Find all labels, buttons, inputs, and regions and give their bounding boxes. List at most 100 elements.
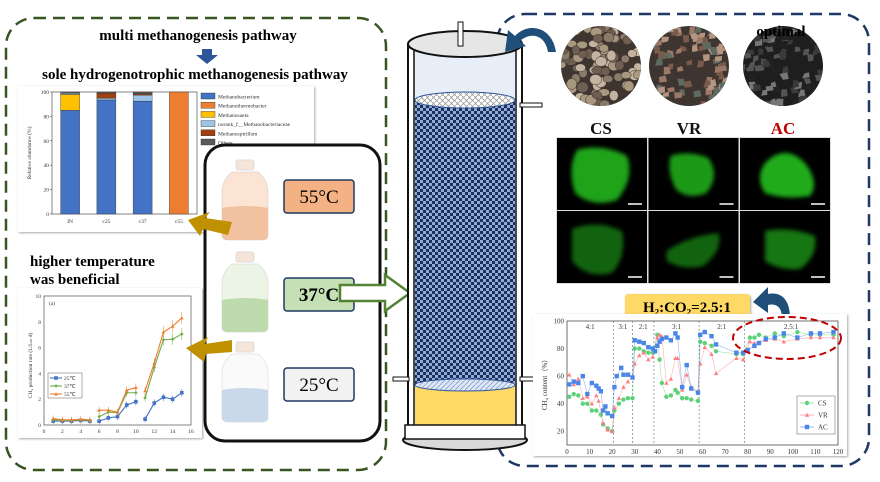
y-axis-label: CH₄ production rate (L/Lₘ·d)	[27, 333, 34, 399]
legend-label: VR	[818, 412, 828, 420]
pebble	[779, 72, 789, 80]
data-point	[740, 350, 746, 355]
data-point	[161, 395, 166, 400]
data-point	[567, 372, 572, 377]
data-point	[621, 372, 626, 377]
legend-label: 55℃	[64, 392, 77, 398]
data-point	[625, 395, 631, 401]
y-tick-label: 60	[44, 139, 50, 145]
pebble	[664, 52, 673, 59]
pebble	[622, 35, 633, 45]
gold-arrow-to-line-chart-icon	[186, 337, 232, 362]
pebble	[744, 52, 752, 59]
pebble	[764, 104, 773, 106]
pebble	[570, 26, 579, 33]
pebble	[599, 44, 609, 53]
pebble	[680, 45, 688, 52]
data-point	[675, 390, 680, 395]
data-point	[600, 408, 606, 413]
y-tick-label: 40	[44, 163, 50, 169]
data-point	[576, 380, 581, 386]
data-point	[664, 335, 669, 340]
bar-segment	[132, 100, 153, 215]
phase-label: 4:1	[586, 323, 595, 331]
data-point	[637, 339, 642, 344]
pebble	[773, 26, 784, 33]
data-point	[763, 336, 768, 342]
x-tick-label: 10	[586, 448, 594, 456]
phase-label: 2.5:1	[784, 323, 799, 331]
data-point	[752, 335, 757, 340]
data-point	[161, 330, 166, 334]
data-point	[115, 414, 120, 419]
pebble	[657, 29, 667, 36]
y-tick-label: 0	[38, 423, 41, 429]
pebble	[709, 32, 716, 40]
pebble	[589, 74, 602, 86]
pebble	[717, 97, 725, 104]
data-point	[664, 394, 669, 399]
y-tick-label: 2	[38, 397, 41, 403]
ratio-callout-box	[625, 294, 750, 318]
data-point	[756, 332, 762, 337]
pebble	[804, 84, 811, 91]
pebble	[761, 89, 768, 96]
pebble	[698, 44, 706, 52]
x-tick-label: 14	[170, 429, 176, 435]
y-tick-label: 80	[557, 345, 565, 353]
plot-frame	[51, 91, 198, 215]
pebble	[725, 34, 729, 42]
phase-label: 3:1	[672, 323, 681, 331]
data-point	[655, 335, 660, 340]
pebble	[620, 54, 630, 64]
data-point	[589, 380, 595, 386]
data-point	[625, 372, 631, 377]
biofilm-signal	[760, 153, 814, 198]
pebble	[566, 78, 578, 90]
pebble	[704, 101, 711, 106]
data-point	[702, 344, 707, 349]
y-tick-label: 4	[38, 371, 41, 377]
pebble	[807, 54, 814, 62]
data-point	[180, 390, 184, 395]
data-point	[124, 388, 129, 392]
bar-segment	[132, 91, 153, 95]
data-point	[689, 386, 694, 391]
pebble	[649, 103, 656, 106]
pebble	[561, 41, 567, 51]
pebble	[603, 32, 615, 43]
curved-arrow-to-reactor-icon	[505, 28, 556, 52]
data-point	[598, 389, 604, 394]
bottle-tint	[222, 354, 268, 422]
outline-arrow-to-reactor-icon	[338, 272, 413, 314]
legend-label: 37℃	[64, 384, 77, 390]
data-point	[612, 405, 617, 410]
bottle-neck	[235, 341, 255, 353]
pebble	[715, 70, 724, 76]
data-point	[598, 412, 604, 417]
pebble	[666, 87, 675, 93]
pebble	[675, 30, 682, 37]
data-point	[596, 386, 601, 391]
data-point	[747, 335, 753, 340]
data-point	[170, 397, 175, 401]
data-point	[161, 338, 166, 342]
data-point	[632, 361, 637, 366]
fluorescence-image	[648, 211, 739, 283]
bottle-liquid	[222, 206, 268, 240]
pebble	[561, 46, 569, 55]
data-point	[170, 337, 175, 342]
pebble	[764, 45, 774, 53]
pebble	[708, 46, 718, 55]
legend-swatch	[200, 92, 216, 100]
pebble	[661, 91, 669, 98]
data-point	[580, 395, 586, 400]
data-point	[675, 356, 680, 360]
pebble	[601, 66, 611, 76]
gold-arrow-to-bar-chart-icon	[188, 212, 232, 236]
pebble	[568, 26, 581, 32]
pebble	[754, 58, 762, 66]
pebble	[606, 50, 617, 62]
